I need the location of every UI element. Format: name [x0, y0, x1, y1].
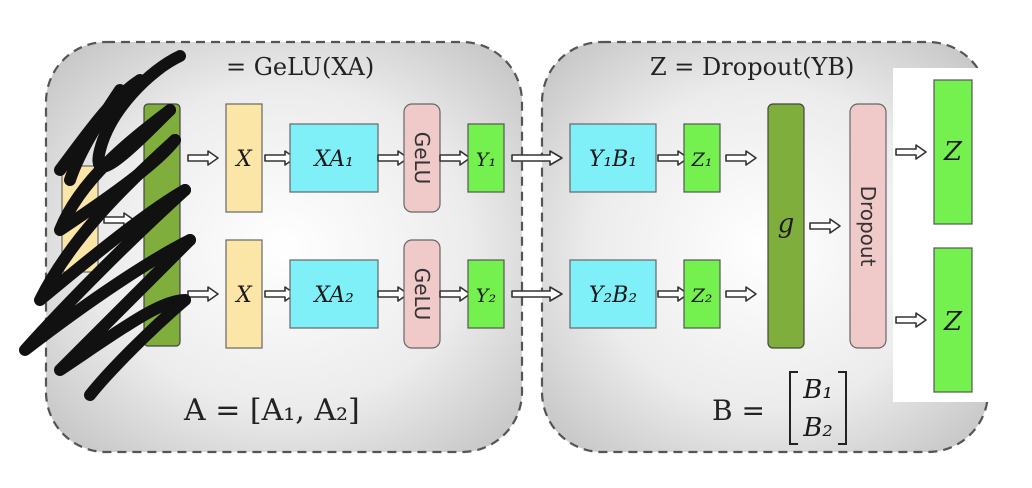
right-footer-lhs: B = — [712, 394, 765, 427]
right-footer-b2: B₂ — [802, 413, 833, 443]
right-footer-bracket-left — [789, 371, 798, 445]
y1b1-box — [569, 123, 657, 193]
left-panel-title: = GeLU(XA) — [226, 53, 374, 81]
x-label-bottom: X — [234, 283, 253, 308]
g-box — [767, 103, 805, 349]
x-box-top — [225, 103, 263, 213]
right-footer-b1: B₁ — [802, 375, 833, 405]
x-label-top: X — [234, 147, 253, 172]
xa1-box — [289, 123, 379, 193]
arrow-cross-top — [511, 150, 563, 166]
right-panel-title: Z = Dropout(YB) — [650, 53, 854, 81]
gelu-label-bottom: GeLU — [410, 268, 434, 321]
y2b2-box — [569, 259, 657, 329]
z-out-top-label: Z — [943, 137, 963, 167]
scribble-overlay — [19, 50, 196, 401]
z1-label: Z₁ — [691, 149, 713, 171]
y2b2-label: Y₂B₂ — [589, 283, 637, 308]
z-out-bottom-label: Z — [943, 307, 963, 337]
xa1-label: XA₁ — [312, 147, 354, 172]
left-panel-footer: A = [A₁, A₂] — [183, 393, 360, 428]
y1-box — [467, 123, 505, 193]
xa2-box — [289, 259, 379, 329]
z2-label: Z₂ — [691, 285, 713, 307]
y2-box — [467, 259, 505, 329]
z2-box — [683, 259, 721, 329]
z-out-top — [933, 79, 973, 225]
g-label: g — [778, 209, 795, 239]
arrow-cross-bottom — [511, 286, 563, 302]
gelu-label-top: GeLU — [410, 132, 434, 185]
z-out-bottom — [933, 247, 973, 393]
dropout-label: Dropout — [856, 186, 880, 267]
x-box-bottom — [225, 239, 263, 349]
z1-box — [683, 123, 721, 193]
dropout-box — [849, 103, 887, 349]
y1-label: Y₁ — [476, 149, 496, 171]
y1b1-label: Y₁B₁ — [589, 147, 637, 172]
right-footer-bracket-right — [838, 371, 847, 445]
y2-label: Y₂ — [476, 285, 496, 307]
xa2-label: XA₂ — [312, 283, 354, 308]
